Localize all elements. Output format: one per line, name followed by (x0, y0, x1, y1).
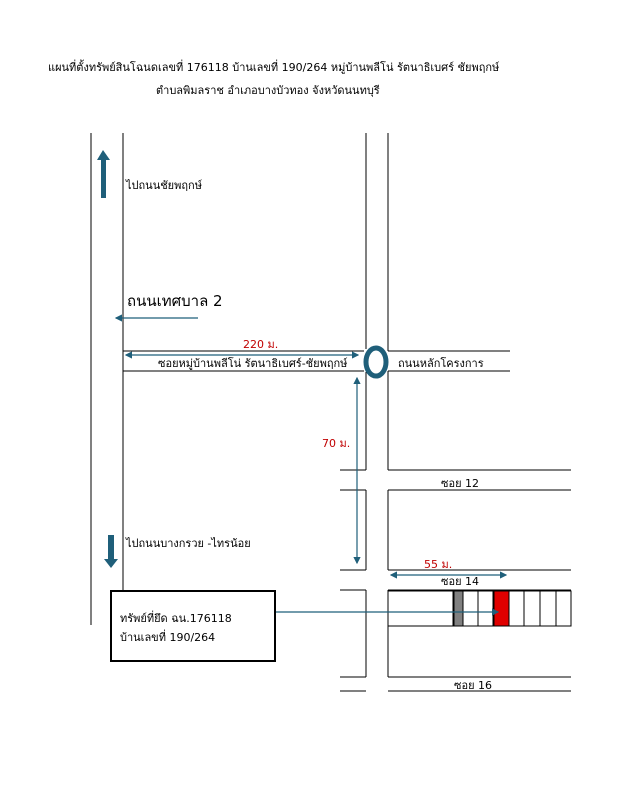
map-title-line2: ตำบลพิมลราช อำเภอบางบัวทอง จังหวัดนนทบุร… (156, 84, 380, 97)
property-box (110, 590, 276, 662)
house-row (387, 590, 572, 627)
label-soi14: ซอย 14 (441, 575, 479, 588)
label-soi12: ซอย 12 (441, 477, 479, 490)
label-distance-55: 55 ม. (424, 558, 452, 571)
target-house-highlight (493, 590, 510, 627)
roundabout-icon (363, 345, 389, 379)
label-soi16: ซอย 16 (454, 679, 492, 692)
label-thetsaban-road: ถนนเทศบาล 2 (127, 292, 223, 310)
label-property-line2: บ้านเลขที่ 190/264 (120, 629, 215, 644)
label-distance-220: 220 ม. (243, 338, 278, 351)
label-to-chaiyaphruek: ไปถนนชัยพฤกษ์ (125, 179, 202, 192)
label-main-road: ถนนหลักโครงการ (398, 356, 484, 370)
gray-house-marker (453, 590, 464, 627)
label-to-bangkruai: ไปถนนบางกรวย -ไทรน้อย (125, 537, 251, 550)
label-soi-main: ซอยหมู่บ้านพลีโน่ รัตนาธิเบศร์-ชัยพฤกษ์ (158, 356, 348, 370)
label-property-line1: ทรัพย์ที่ยึด ฉน.176118 (120, 610, 232, 625)
map-title-line1: แผนที่ตั้งทรัพย์สินโฉนดเลขที่ 176118 บ้า… (48, 61, 500, 74)
arrow-up-icon (97, 150, 110, 198)
arrow-down-icon (104, 535, 118, 568)
label-distance-70: 70 ม. (322, 437, 350, 450)
